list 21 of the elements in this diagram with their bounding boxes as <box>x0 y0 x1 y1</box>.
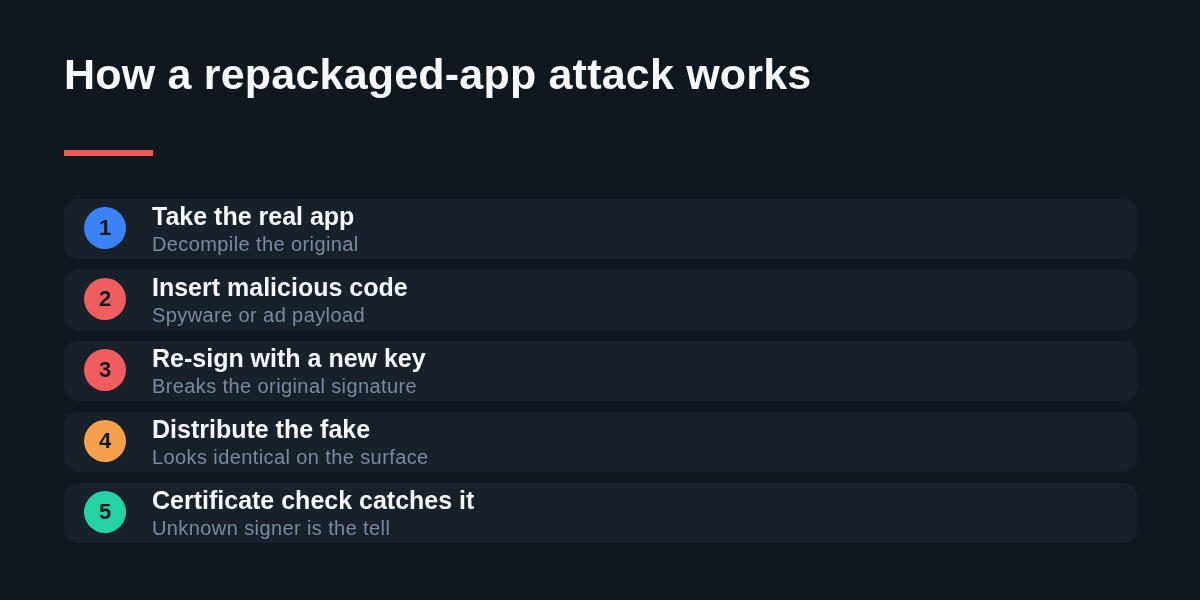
step-number: 3 <box>84 349 126 391</box>
step-card <box>64 483 1137 543</box>
step-number: 1 <box>84 207 126 249</box>
step-heading: Certificate check catches it <box>152 486 475 514</box>
step-card <box>64 270 1137 330</box>
step-card <box>64 199 1137 259</box>
step-description: Looks identical on the surface <box>152 446 429 469</box>
step-heading: Insert malicious code <box>152 273 408 301</box>
step-card <box>64 412 1137 472</box>
step-number: 4 <box>84 420 126 462</box>
step-description: Decompile the original <box>152 233 359 256</box>
step-number: 5 <box>84 491 126 533</box>
step-description: Breaks the original signature <box>152 375 418 398</box>
step-card <box>64 341 1137 401</box>
step-description: Unknown signer is the tell <box>152 517 391 540</box>
step-description: Spyware or ad payload <box>152 304 365 327</box>
step-heading: Take the real app <box>152 202 355 230</box>
step-heading: Distribute the fake <box>152 415 371 443</box>
step-heading: Re-sign with a new key <box>152 344 426 372</box>
step-number: 2 <box>84 278 126 320</box>
title: How a repackaged-app attack works <box>64 50 812 99</box>
